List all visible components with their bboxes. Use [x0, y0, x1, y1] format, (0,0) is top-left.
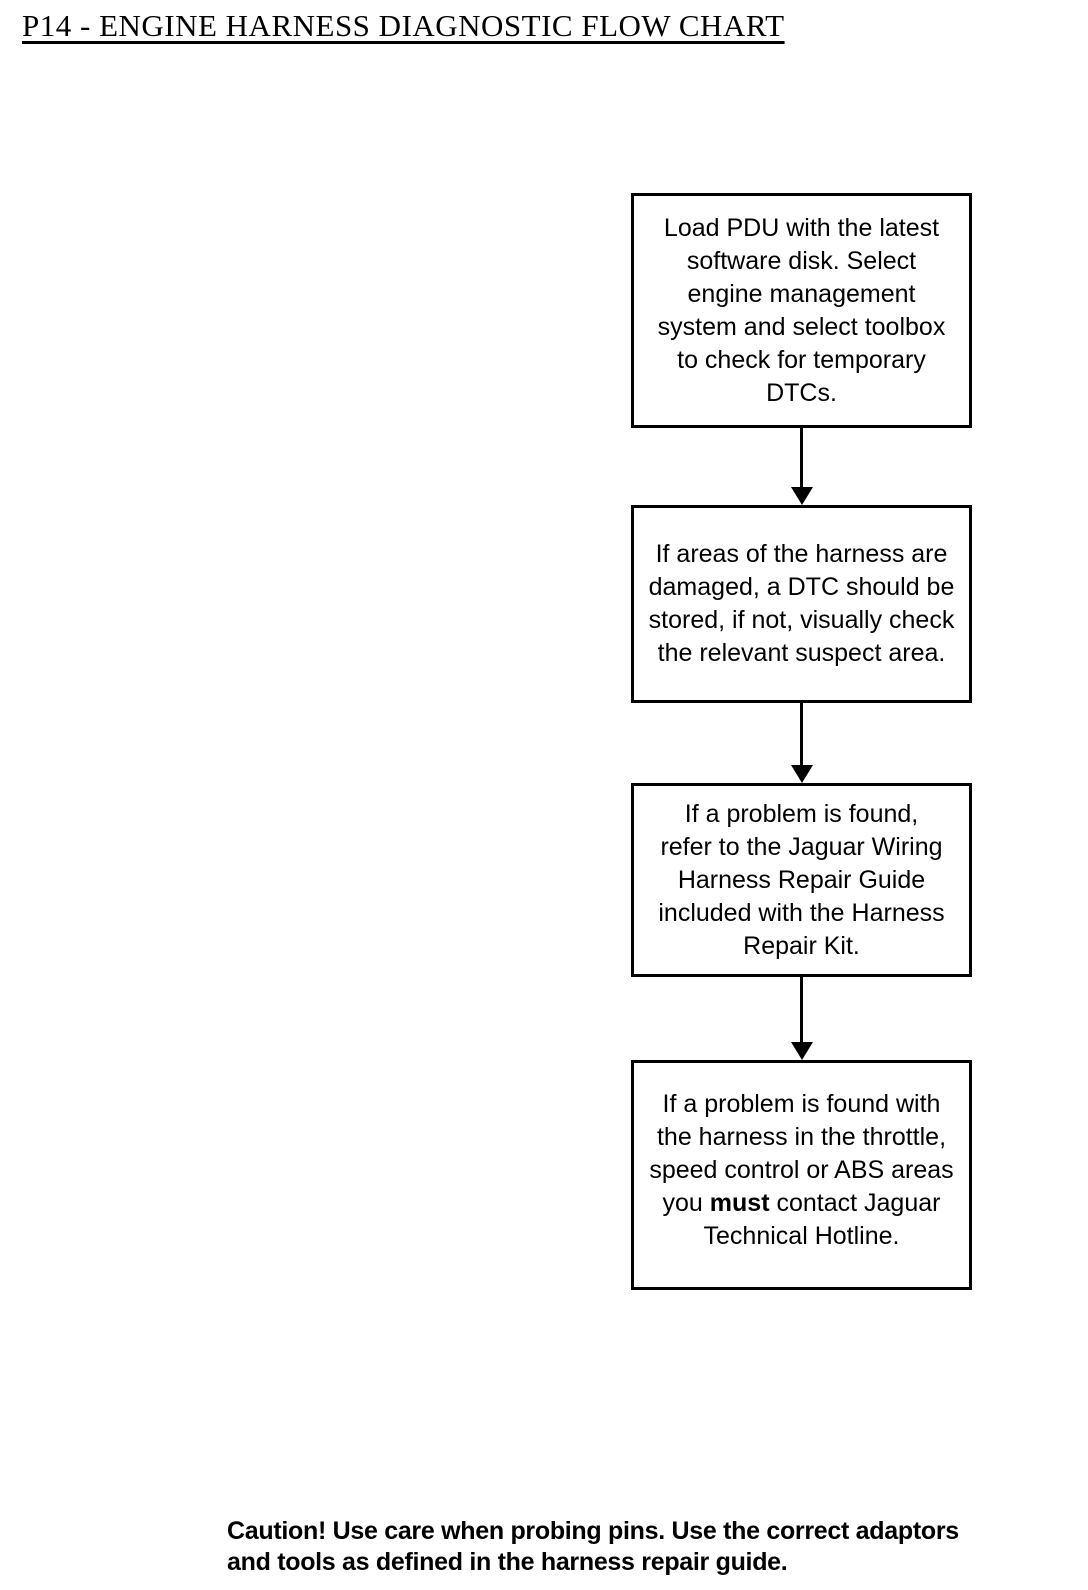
arrow-down-icon	[791, 487, 813, 505]
flow-box-text-line: Harness Repair Guide	[677, 865, 926, 894]
caution-note: Caution! Use care when probing pins. Use…	[227, 1516, 959, 1578]
flow-box-text-line: software disk. Select	[686, 246, 917, 275]
flow-box-text-line: If a problem is found,	[684, 799, 919, 828]
flow-box-text-line: system and select toolbox	[657, 312, 946, 341]
connector-line-2	[800, 703, 803, 765]
flow-box-text-line: Repair Kit.	[743, 931, 860, 960]
arrow-down-icon	[791, 765, 813, 783]
flow-step-1-box: Load PDU with the latest software disk. …	[631, 193, 972, 428]
flow-box-text-line: stored, if not, visually check	[648, 606, 955, 634]
flow-box-text-bold-segment: must	[709, 1188, 770, 1217]
flow-box-text-line: engine management	[687, 279, 916, 308]
caution-line: Caution! Use care when probing pins. Use…	[227, 1517, 959, 1545]
flow-box-text-line: If areas of the harness are	[655, 540, 948, 568]
flow-box-text-segment: you	[662, 1188, 710, 1217]
flow-box-text-line: DTCs.	[766, 378, 837, 407]
flow-box-text-line: to check for temporary	[677, 345, 926, 374]
flow-step-2-box: If areas of the harness are damaged, a D…	[631, 505, 972, 703]
flow-box-text-line: damaged, a DTC should be	[648, 573, 955, 601]
arrow-down-icon	[791, 1042, 813, 1060]
flow-box-text-line: refer to the Jaguar Wiring	[660, 832, 943, 861]
flow-step-3-box: If a problem is found, refer to the Jagu…	[631, 783, 972, 977]
flow-box-text-line: the harness in the throttle,	[656, 1122, 947, 1151]
flow-step-4-box: If a problem is found with the harness i…	[631, 1060, 972, 1290]
connector-line-3	[800, 977, 803, 1042]
connector-line-1	[800, 428, 803, 487]
flow-box-text-line: Technical Hotline.	[703, 1221, 900, 1250]
flow-box-text-line: included with the Harness	[658, 898, 945, 927]
flow-box-text-line: If a problem is found with	[662, 1089, 941, 1118]
flow-box-text-line: speed control or ABS areas	[649, 1155, 954, 1184]
flow-box-text-segment: contact Jaguar	[769, 1188, 941, 1217]
caution-line: and tools as defined in the harness repa…	[227, 1548, 788, 1576]
flow-box-text-line: Load PDU with the latest	[663, 213, 940, 242]
page-title: P14 - ENGINE HARNESS DIAGNOSTIC FLOW CHA…	[22, 8, 785, 43]
flow-box-text-line: you must contact Jaguar	[663, 1187, 941, 1220]
flow-box-text-line: the relevant suspect area.	[657, 639, 946, 667]
